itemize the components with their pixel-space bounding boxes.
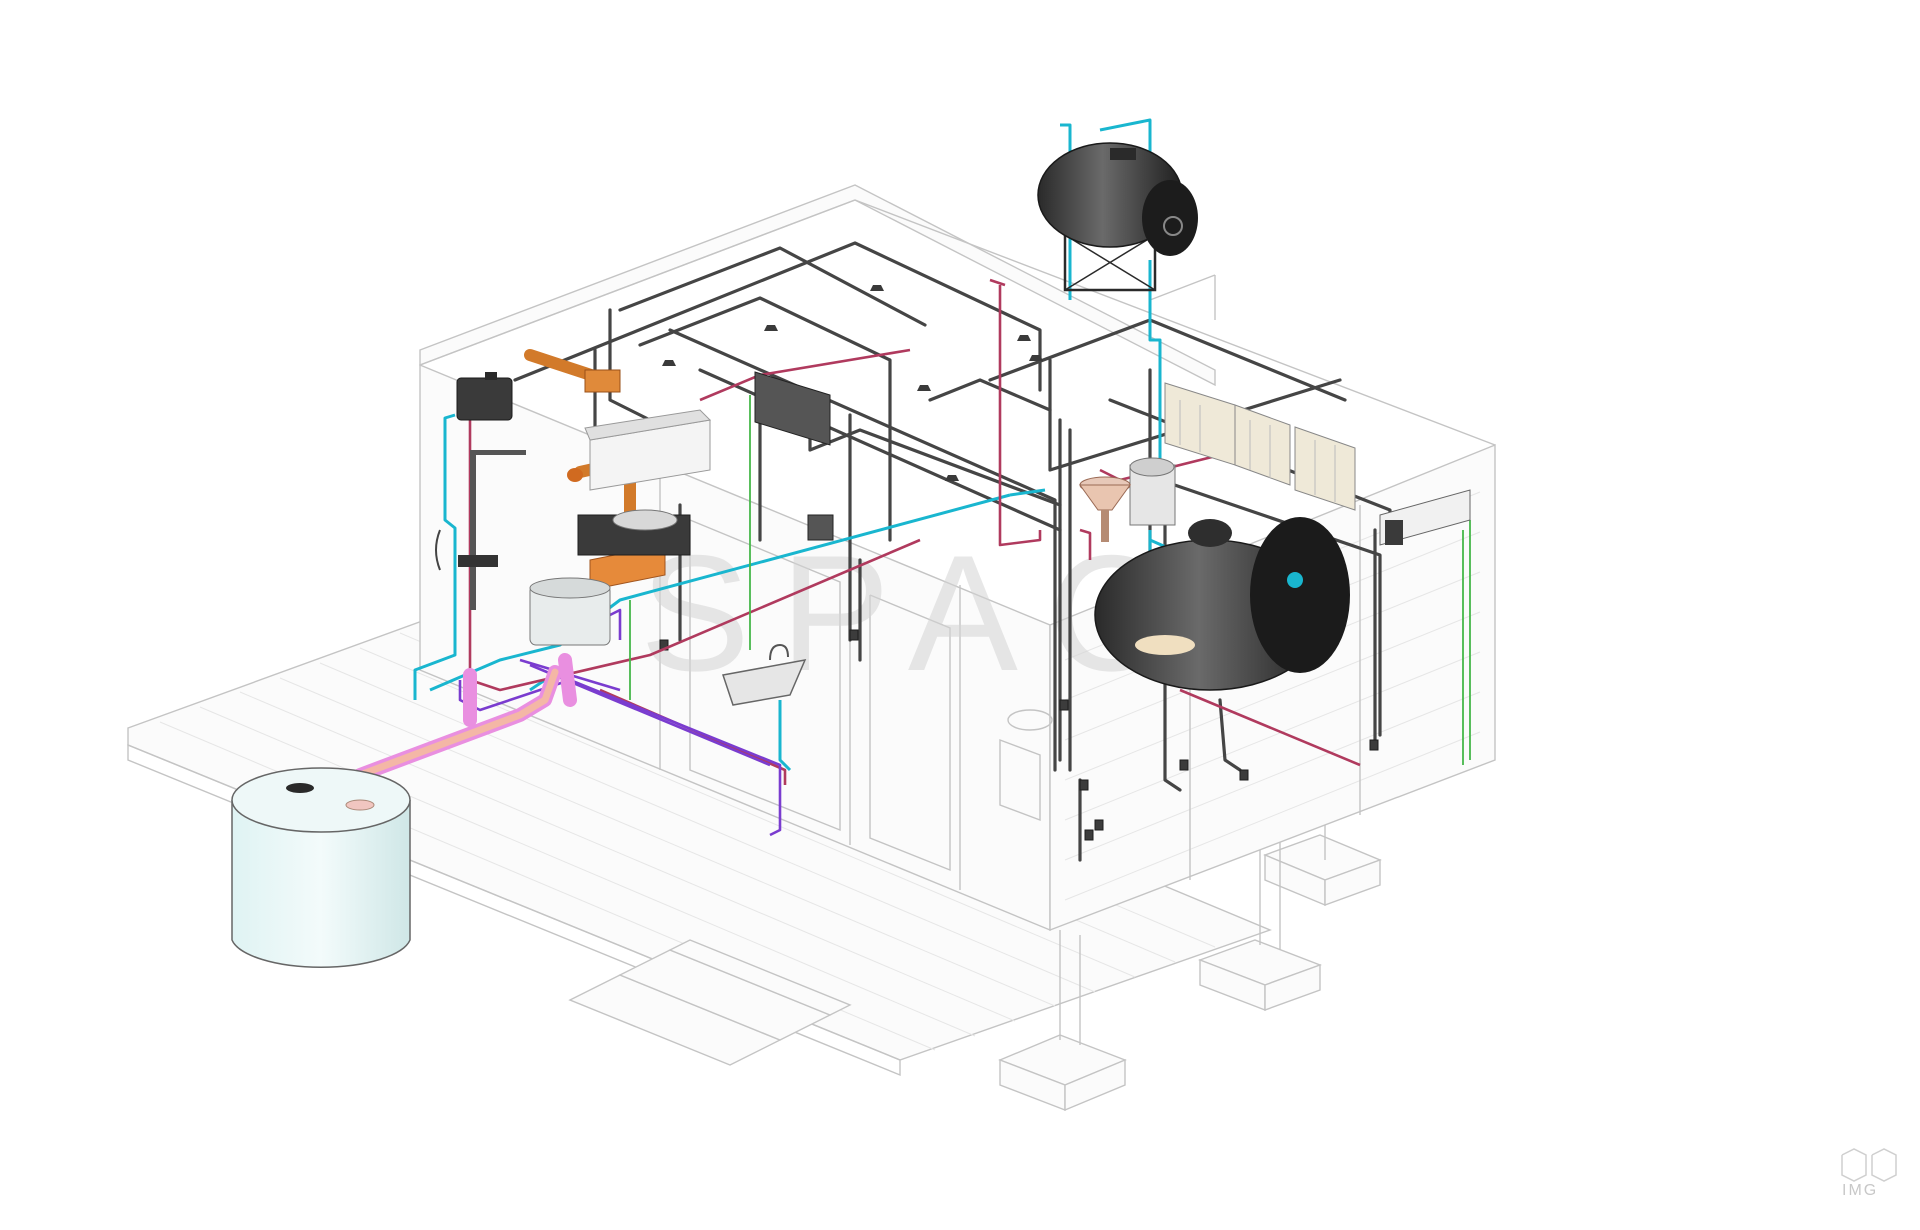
steps [568,939,852,1066]
expansion-vessel [1129,457,1176,526]
toilet [529,577,611,646]
junction-box [807,514,834,541]
heater-unit [1379,489,1471,546]
kitchen-sink [722,643,807,706]
shower-fixture [435,450,526,610]
ground-lines [629,395,1471,765]
washbasin [577,509,691,556]
roof-water-tank [1037,142,1198,292]
outlet-boxes [659,629,1379,841]
radiators [1164,382,1356,511]
electrical-panel [754,371,831,446]
light-panel [584,409,712,491]
filter-funnel [1079,476,1131,542]
house-walls [419,184,1496,932]
control-box [456,372,513,421]
footings [998,760,1382,1112]
brand-logo: IMG [1841,1148,1897,1199]
rainwater-cistern [231,767,411,968]
svg-text:IMG: IMG [1842,1182,1878,1199]
hot-water-cylinder [1094,517,1350,691]
